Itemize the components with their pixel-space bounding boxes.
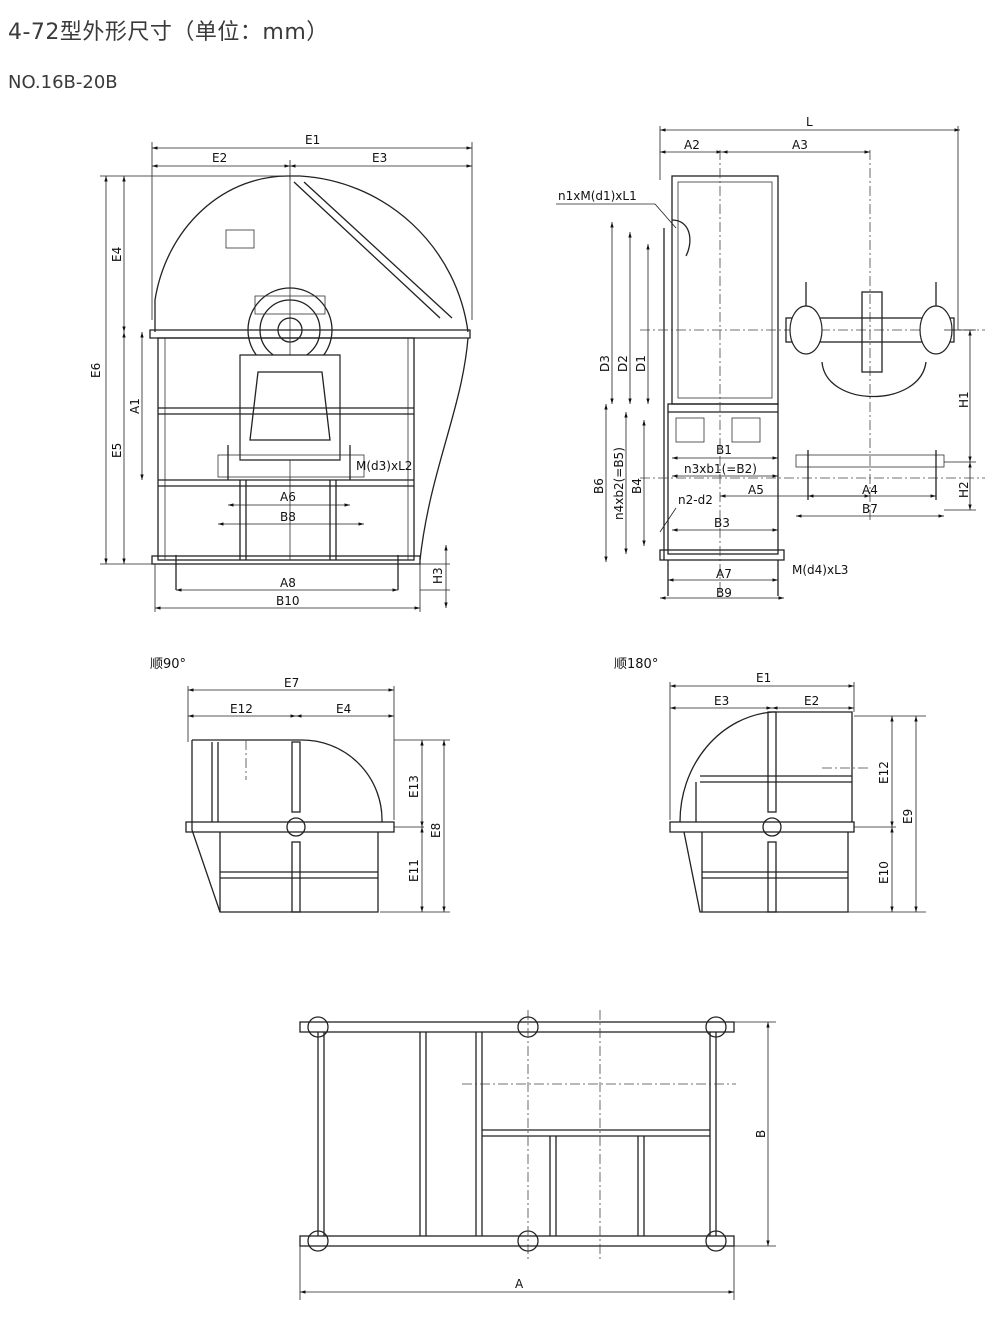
side-label: B7 xyxy=(862,502,878,516)
side-label: B3 xyxy=(714,516,730,530)
side-label: B1 xyxy=(716,443,732,457)
page-title: 4-72型外形尺寸（单位：mm） xyxy=(8,20,329,45)
side-label: A2 xyxy=(684,138,700,152)
side-label: B9 xyxy=(716,586,732,600)
rot90-label: E4 xyxy=(336,702,351,716)
rot90-label: E8 xyxy=(429,823,443,838)
side-view: L A2 A3 n1xM(d1)xL1 D3 D2 D1 xyxy=(556,115,985,600)
rot180-label: E10 xyxy=(877,861,891,884)
rot180-label: E2 xyxy=(804,694,819,708)
front-label: M(d3)xL2 xyxy=(356,459,412,473)
side-label: D1 xyxy=(634,355,648,372)
side-label: n2-d2 xyxy=(678,493,713,507)
side-label: A5 xyxy=(748,483,764,497)
front-label: B8 xyxy=(280,510,296,524)
front-label: E4 xyxy=(110,247,124,262)
side-label: L xyxy=(806,115,813,129)
base-label: A xyxy=(515,1277,524,1291)
side-label: n3xb1(=B2) xyxy=(684,462,757,476)
rot90-view: 顺90° E7 E12 E4 E13 E8 E11 xyxy=(150,657,450,913)
rot180-view: 顺180° E1 E3 E2 E12 E9 E10 xyxy=(614,657,926,913)
base-view: B A xyxy=(299,1010,776,1300)
side-label: A3 xyxy=(792,138,808,152)
front-label: E1 xyxy=(305,133,320,147)
front-view: E1 E2 E3 xyxy=(89,133,473,612)
side-label: B4 xyxy=(630,478,644,494)
rot180-label: E9 xyxy=(901,809,915,824)
rot180-label: E3 xyxy=(714,694,729,708)
rot90-caption: 顺90° xyxy=(150,657,186,672)
front-label: E2 xyxy=(212,151,227,165)
side-label: M(d4)xL3 xyxy=(792,563,848,577)
rot180-label: E1 xyxy=(756,671,771,685)
rot90-label: E13 xyxy=(407,775,421,798)
front-label: A6 xyxy=(280,490,296,504)
side-label: n1xM(d1)xL1 xyxy=(558,189,637,203)
side-label: A4 xyxy=(862,483,878,497)
front-label: E5 xyxy=(110,443,124,458)
side-label: D3 xyxy=(598,355,612,372)
front-label: H3 xyxy=(431,567,445,584)
rot180-caption: 顺180° xyxy=(614,657,658,672)
side-label: n4xb2(=B5) xyxy=(612,447,626,520)
side-label: D2 xyxy=(616,355,630,372)
side-label: A7 xyxy=(716,567,732,581)
front-label: A1 xyxy=(128,398,142,414)
front-label: E3 xyxy=(372,151,387,165)
side-label: H2 xyxy=(957,481,971,498)
front-label: A8 xyxy=(280,576,296,590)
base-label: B xyxy=(754,1130,768,1138)
rot90-label: E11 xyxy=(407,859,421,882)
model-number: NO.16B-20B xyxy=(8,72,118,93)
rot90-label: E12 xyxy=(230,702,253,716)
side-label: B6 xyxy=(592,478,606,494)
front-label: B10 xyxy=(276,594,300,608)
rot90-label: E7 xyxy=(284,676,299,690)
front-label: E6 xyxy=(89,363,103,378)
side-label: H1 xyxy=(957,391,971,408)
rot180-label: E12 xyxy=(877,761,891,784)
